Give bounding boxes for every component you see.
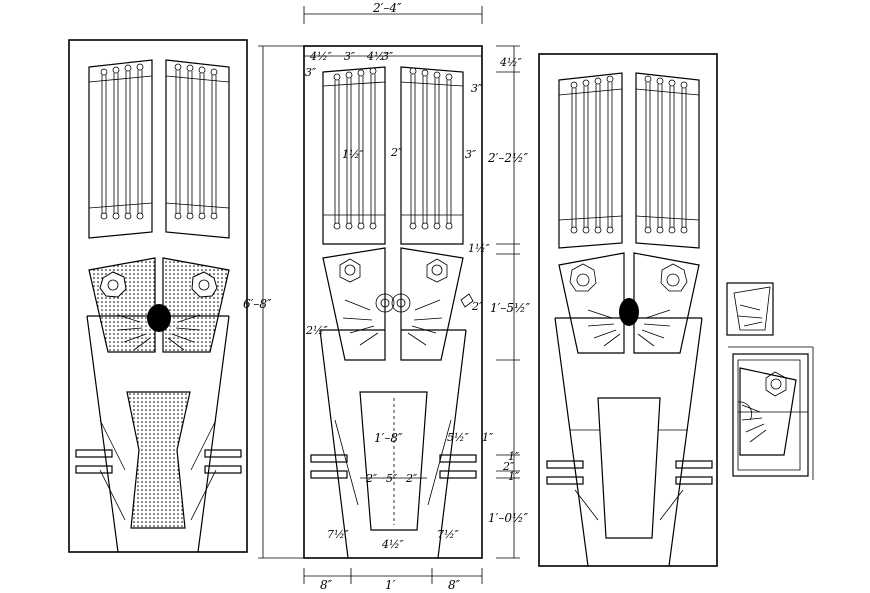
dim-base-right: 8″ [448,578,461,592]
dim-middle-side-right: 2″ [471,300,484,313]
dimension-labels: 2′–4″ 6′–8″ 4½″ 3″ 4½″ 3″ 3″ 4½″ 3″ 2′–2… [243,1,531,592]
dimension-lines [258,6,520,584]
dim-base-mid: 1′ [385,578,396,592]
dim-bottom-mid: 4½″ [381,538,405,551]
dim-top-rail-d: 3″ [382,50,394,63]
dim-upper-mid-c: 3″ [465,148,477,161]
door-center-elevation [303,45,483,559]
dim-handle-c: 1″ [508,470,520,483]
dim-upper-mid-a: 1½″ [342,148,365,161]
dim-lower-mid-b: 5″ [386,472,398,485]
detail-thumbnail-top [726,282,774,336]
dim-top-rail-c: 4½″ [366,50,390,63]
dim-bottom-left: 7½″ [327,528,350,541]
dim-overall-height: 6′–8″ [243,297,272,311]
detail-thumbnail-bottom [728,346,814,480]
dim-lower-top-a: 5½″ [447,431,470,444]
dim-top-width: 2′–4″ [372,1,402,15]
dim-handle-a: 1″ [508,450,520,463]
dim-upper-panel-gap: 3″ [471,82,483,95]
dim-lower-panel-height: 1′–8″ [374,431,403,445]
dim-upper-mid-b: 2″ [390,146,403,159]
dim-top-rail-b: 3″ [344,50,356,63]
dim-bottom-right: 7½″ [437,528,460,541]
dim-top-right-small: 4½″ [499,56,523,69]
door-right-elevation [538,53,718,567]
dim-bottom-height: 1′–0½″ [488,511,529,525]
dim-lower-top-b: 1″ [482,431,494,444]
dim-top-left-small: 3″ [305,66,317,79]
dim-middle-side-left: 2½″ [305,324,329,337]
dim-lower-mid-c: 2″ [405,472,418,485]
dim-handle-b: 2″ [502,460,515,473]
door-left-elevation [68,39,248,553]
dim-middle-panel-height: 1′–5½″ [490,301,531,315]
dim-lower-mid-a: 2″ [365,472,378,485]
dim-top-rail-a: 4½″ [309,50,333,63]
dim-mid-rail: 1½″ [468,242,491,255]
dim-base-left: 8″ [320,578,333,592]
dim-upper-panel-height: 2′–2½″ [487,151,529,165]
